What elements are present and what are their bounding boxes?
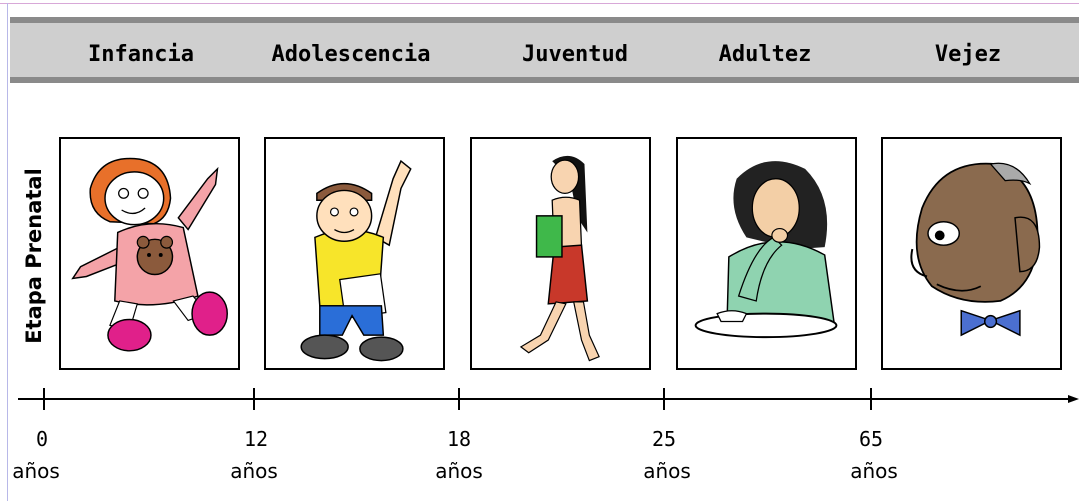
stage-header-band	[10, 17, 1079, 83]
tick-label-12: 12	[243, 427, 269, 451]
vejez-card	[881, 137, 1062, 370]
stage-label-juventud: Juventud	[522, 42, 628, 67]
child-girl-illustration	[71, 157, 228, 352]
timeline-arrowhead	[1068, 395, 1079, 403]
adult-woman-thinking-illustration	[694, 161, 838, 339]
prenatal-stage-label: Etapa Prenatal	[22, 168, 46, 344]
tick-unit-65: años	[850, 459, 898, 483]
boy-raising-hand-illustration	[300, 159, 412, 362]
stage-label-adultez: Adultez	[718, 42, 812, 67]
tick-unit-18: años	[435, 459, 483, 483]
stage-label-vejez: Vejez	[934, 42, 1002, 67]
tick-unit-25: años	[643, 459, 691, 483]
young-woman-walking-illustration	[519, 155, 600, 362]
top-border-line	[0, 3, 1079, 4]
age-timeline-axis	[18, 388, 1079, 410]
tick-unit-0: años	[12, 459, 60, 483]
juventud-card	[470, 137, 651, 370]
stage-label-adolescencia: Adolescencia	[271, 42, 431, 67]
tick-label-18: 18	[446, 427, 472, 451]
elderly-man-illustration	[910, 162, 1041, 337]
stage-label-infancia: Infancia	[88, 42, 194, 67]
tick-label-0: 0	[35, 427, 49, 451]
infancia-card	[59, 137, 240, 370]
adolescencia-card	[264, 137, 445, 370]
tick-label-25: 25	[651, 427, 677, 451]
tick-unit-12: años	[230, 459, 278, 483]
adultez-card	[676, 137, 857, 370]
left-border-line	[7, 3, 8, 501]
tick-label-65: 65	[858, 427, 884, 451]
